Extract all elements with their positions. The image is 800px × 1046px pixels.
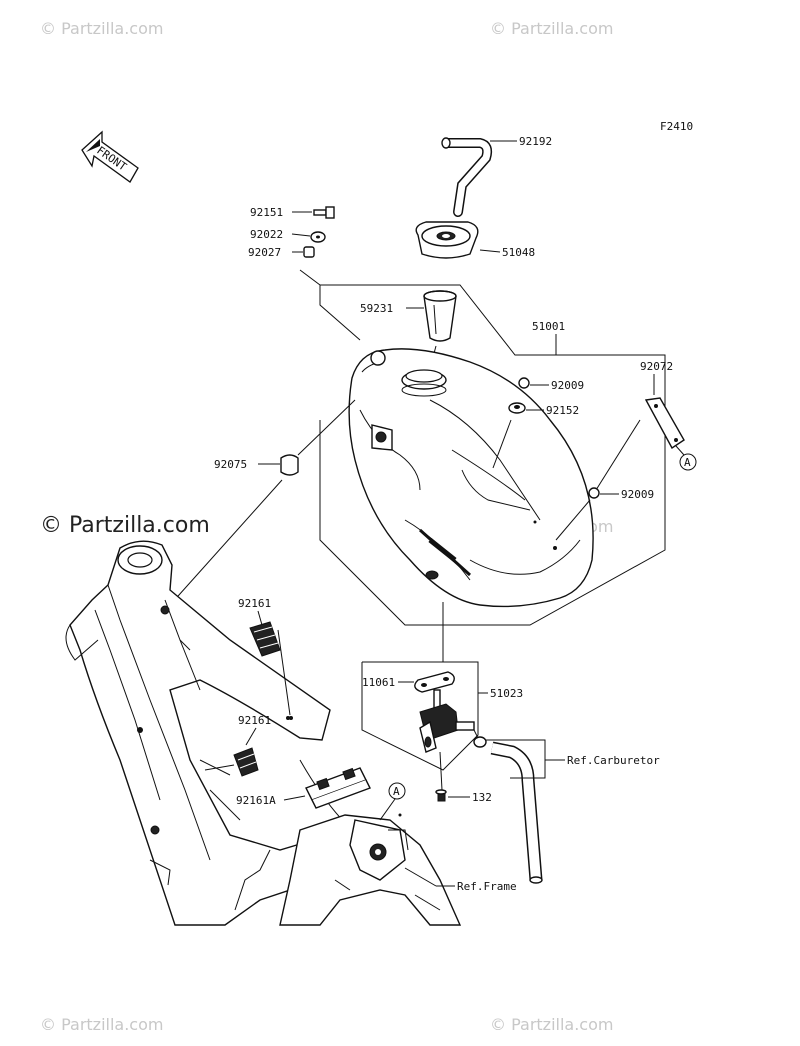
fuel-hose [490,741,543,884]
ref-carburetor: Ref.Carburetor [567,754,660,767]
screw-132 [435,789,447,802]
callout-92009-lower: 92009 [621,488,654,501]
rubber-pad-92161A [305,767,371,809]
rubber-pad-upper [249,621,281,657]
fuel-cap [415,221,479,259]
marker-a-lower [388,782,406,800]
callout-92161A: 92161A [236,794,276,807]
callout-92161-upper: 92161 [238,597,271,610]
washer-92022 [310,231,326,243]
fuel-filter [423,290,457,342]
callout-92152: 92152 [546,404,579,417]
callout-132: 132 [472,791,492,804]
frame-rear [234,813,462,926]
callout-51023: 51023 [490,687,523,700]
callout-92072: 92072 [640,360,673,373]
callout-51001: 51001 [532,320,565,333]
svg-text:A: A [393,785,400,798]
callout-92192: 92192 [519,135,552,148]
fuel-tap [419,689,475,791]
callout-92075: 92075 [214,458,247,471]
watermark-middle-left: © Partzilla.com [40,513,210,538]
callout-92151: 92151 [250,206,283,219]
figure-code: F2410 [660,120,693,133]
vent-hose [441,137,493,217]
callout-51048: 51048 [502,246,535,259]
callout-92009-upper: 92009 [551,379,584,392]
collar-92027 [303,246,315,258]
watermark-bottom-left: © Partzilla.com [40,1015,163,1034]
bolt-92151 [313,206,335,219]
rubber-pad-lower [233,747,259,777]
hose-clip [473,736,487,748]
retaining-strap [644,397,685,450]
callout-59231: 59231 [360,302,393,315]
fuel-tank [348,348,594,608]
callout-92022: 92022 [250,228,283,241]
watermark-top-left: © Partzilla.com [40,19,163,38]
callout-11061: 11061 [362,676,395,689]
gasket-11061 [414,671,455,693]
watermark-bottom-right: © Partzilla.com [490,1015,613,1034]
grommet-92075 [280,454,299,476]
callout-92161-lower: 92161 [238,714,271,727]
ref-frame: Ref.Frame [457,880,517,893]
callout-92027: 92027 [248,246,281,259]
front-arrow-icon: FRONT [81,130,139,183]
marker-a-upper [679,453,697,471]
watermark-top-right: © Partzilla.com [490,19,613,38]
svg-text:A: A [684,456,691,469]
